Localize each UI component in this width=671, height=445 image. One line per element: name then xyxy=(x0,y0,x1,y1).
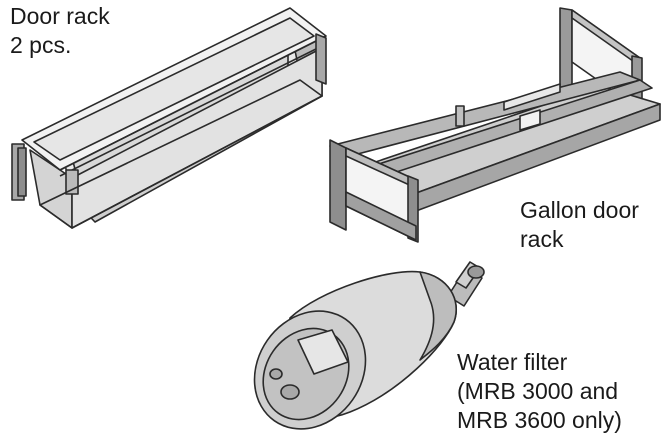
gallon-door-rack-label-line-2: rack xyxy=(520,226,564,252)
gallon-door-rack-label-line-1: Gallon door xyxy=(520,197,639,223)
water-filter-label-line-3: MRB 3600 only) xyxy=(457,407,622,433)
water-filter-label-line-1: Water filter xyxy=(457,349,568,375)
water-filter-label: Water filter (MRB 3000 and MRB 3600 only… xyxy=(457,348,622,435)
door-rack-illustration xyxy=(11,7,327,229)
gallon-door-rack-illustration xyxy=(329,7,661,243)
water-filter-label-line-2: (MRB 3000 and xyxy=(457,378,619,404)
water-filter-illustration xyxy=(253,261,485,430)
door-rack-label-line-1: Door rack xyxy=(10,3,110,29)
door-rack-label: Door rack 2 pcs. xyxy=(10,2,110,60)
door-rack-label-line-2: 2 pcs. xyxy=(10,32,72,58)
gallon-door-rack-label: Gallon door rack xyxy=(520,196,639,254)
